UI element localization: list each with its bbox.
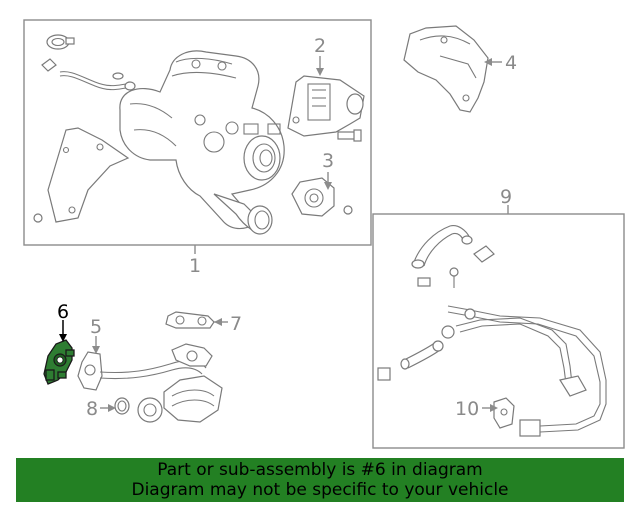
- callout-10[interactable]: 10: [455, 398, 479, 420]
- small-fitting-part: [41, 58, 57, 72]
- bolt-part: [337, 129, 362, 142]
- sensor-part: [291, 177, 335, 217]
- parts-diagram: 1: [23, 19, 625, 449]
- callout-4[interactable]: 4: [505, 52, 517, 74]
- coolant-pipe-part: [441, 305, 607, 437]
- callout-2[interactable]: 2: [314, 35, 326, 57]
- oil-line-part: [59, 71, 136, 91]
- callout-7[interactable]: 7: [230, 313, 242, 335]
- clip-part: [417, 277, 431, 287]
- hose-clip-part: [473, 245, 495, 263]
- nut-part: [33, 213, 43, 223]
- callout-9[interactable]: 9: [500, 186, 512, 208]
- footer-banner: Part or sub-assembly is #6 in diagram Di…: [16, 458, 624, 502]
- short-hose-part: [400, 340, 444, 370]
- callout-3[interactable]: 3: [322, 150, 334, 172]
- heat-shield-part: [47, 127, 130, 223]
- footer-line-2: Diagram may not be specific to your vehi…: [131, 480, 509, 500]
- upper-shield-part: [403, 25, 489, 113]
- clamp-part: [46, 34, 75, 50]
- egr-pipe-part: [77, 343, 223, 423]
- callout-6[interactable]: 6: [57, 301, 69, 323]
- callout-1[interactable]: 1: [189, 255, 201, 277]
- group-box-9: [372, 213, 625, 449]
- outlet-pipe-part: [213, 193, 273, 235]
- group-box-1: [23, 19, 372, 246]
- pipe-flange-part: [137, 397, 163, 423]
- highlighted-part-6[interactable]: [43, 339, 75, 385]
- o-ring-part: [114, 397, 130, 415]
- bracket-part: [493, 397, 515, 429]
- coolant-hose-part: [411, 225, 473, 269]
- small-bolt-part: [449, 267, 459, 288]
- callout-5[interactable]: 5: [90, 316, 102, 338]
- turbo-housing-part: [119, 50, 285, 230]
- callout-8[interactable]: 8: [86, 398, 98, 420]
- actuator-part: [287, 75, 365, 137]
- gasket-part: [165, 311, 215, 329]
- nut-part-2: [343, 205, 353, 215]
- footer-line-1: Part or sub-assembly is #6 in diagram: [157, 460, 483, 480]
- clamp-part-2: [377, 367, 391, 381]
